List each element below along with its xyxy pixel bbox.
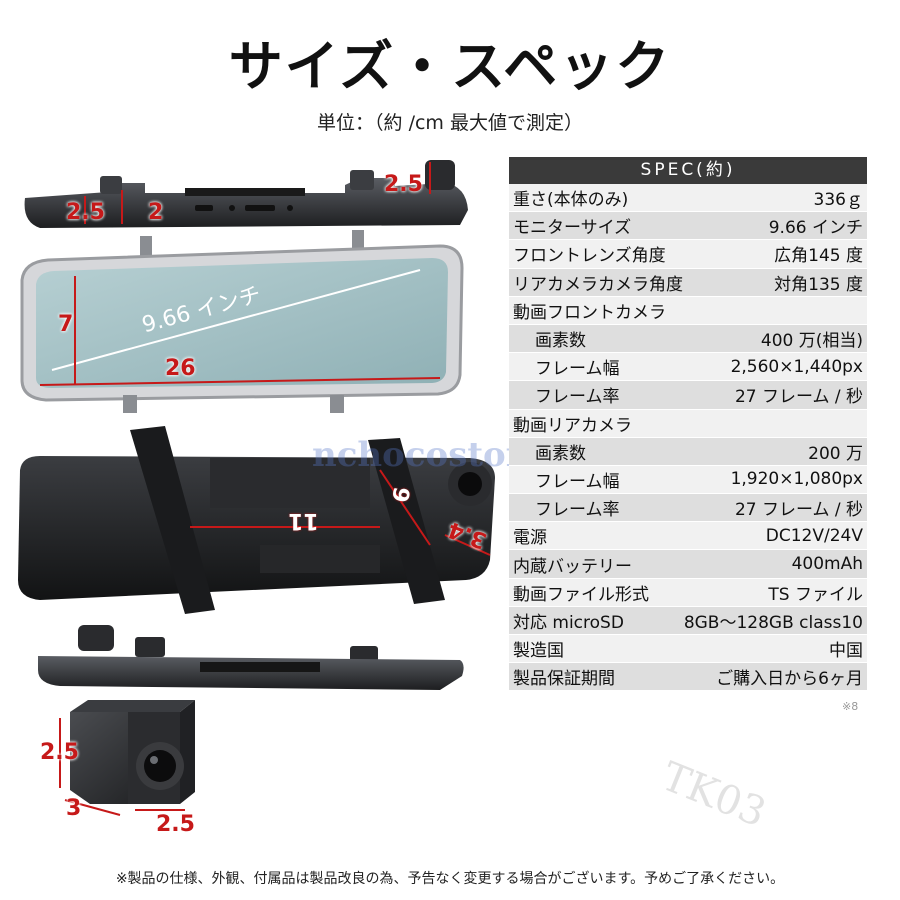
spec-row: 内蔵バッテリー 400mAh — [509, 550, 867, 579]
spec-row: 画素数 400 万(相当) — [509, 324, 867, 354]
spec-row: 電源 DC12V/24V — [509, 522, 867, 551]
footer-disclaimer: ※製品の仕様、外観、付属品は製品改良の為、予告なく変更する場合がございます。予め… — [115, 871, 785, 887]
spec-value: 1,920×1,080px — [730, 469, 863, 490]
spec-header: SPEC(約) — [509, 157, 867, 184]
spec-label: モニターサイズ — [513, 218, 632, 239]
dim-rear-width: 11 — [288, 508, 319, 533]
spec-label: 画素数 — [535, 331, 586, 352]
spec-value: 27 フレーム / 秒 — [734, 500, 863, 521]
spec-label: フレーム幅 — [535, 471, 620, 492]
spec-label: フレーム率 — [535, 500, 620, 521]
dim-cam-width: 2.5 — [156, 812, 195, 837]
mirror-bottom-view — [38, 625, 464, 690]
spec-rows: 重さ(本体のみ) 336ｇ モニターサイズ 9.66 インチフロントレンズ角度 広角14… — [509, 184, 867, 691]
tk-watermark: TK03 — [655, 753, 773, 837]
spec-value: 400mAh — [791, 554, 863, 575]
spec-row: 画素数 200 万 — [509, 437, 867, 466]
spec-row: 対応 microSD 8GB～128GB class10 — [509, 606, 867, 635]
spec-value: 対角135 度 — [774, 274, 863, 295]
dim-cam-depth: 3 — [66, 796, 82, 821]
spec-row: フレーム率 27 フレーム / 秒 — [509, 494, 867, 523]
spec-row: 動画フロントカメラ — [509, 296, 867, 325]
dim-cam-height: 2.5 — [40, 740, 79, 765]
spec-label: 動画フロントカメラ — [513, 302, 666, 323]
spec-row: 製品保証期間 ご購入日から6ヶ月 — [509, 663, 867, 691]
dim-height: 7 — [58, 312, 74, 337]
rear-camera — [59, 700, 195, 816]
spec-row: モニターサイズ 9.66 インチ — [509, 212, 867, 241]
spec-row: フレーム率 27 フレーム / 秒 — [509, 381, 867, 410]
spec-value: 400 万(相当) — [760, 331, 863, 352]
dim-width: 26 — [165, 356, 196, 381]
spec-row: 動画リアカメラ — [509, 409, 867, 438]
spec-value: 8GB～128GB class10 — [683, 612, 863, 633]
spec-value: 336ｇ — [813, 190, 863, 211]
spec-value: 中国 — [829, 641, 863, 662]
spec-label: 動画ファイル形式 — [513, 584, 649, 605]
dim-top-left-a: 2.5 — [66, 200, 105, 225]
spec-row: 製造国 中国 — [509, 635, 867, 664]
spec-value: ご購入日から6ヶ月 — [716, 669, 863, 690]
product-illustrations — [18, 160, 495, 816]
mirror-front-view — [20, 230, 464, 413]
spec-row: 動画ファイル形式 TS ファイル — [509, 578, 867, 607]
spec-row: フロントレンズ角度 広角145 度 — [509, 240, 867, 269]
spec-label: 動画リアカメラ — [513, 415, 632, 436]
spec-row: フレーム幅 1,920×1,080px — [509, 465, 867, 495]
spec-value: 2,560×1,440px — [730, 356, 863, 377]
spec-note: ※8 — [842, 700, 859, 713]
spec-label: 製造国 — [513, 641, 564, 662]
spec-row: フレーム幅 2,560×1,440px — [509, 353, 867, 382]
mirror-rear-view — [18, 426, 495, 614]
spec-label: フレーム幅 — [535, 359, 620, 380]
mirror-top-view — [24, 160, 468, 228]
spec-label: 重さ(本体のみ) — [513, 190, 629, 211]
spec-value: 27 フレーム / 秒 — [734, 387, 863, 408]
spec-label: 内蔵バッテリー — [513, 556, 632, 577]
unit-subtitle: 単位：（約 /cm 最大値で測定） — [317, 112, 583, 134]
spec-value: DC12V/24V — [765, 525, 863, 546]
spec-label: リアカメラカメラ角度 — [513, 274, 683, 295]
spec-value: 200 万 — [808, 443, 863, 464]
spec-label: フロントレンズ角度 — [513, 246, 666, 267]
dim-top-right: 2.5 — [384, 172, 423, 197]
spec-label: 製品保証期間 — [513, 669, 615, 690]
page-title: サイズ・スペック — [228, 35, 672, 98]
spec-value: 広角145 度 — [774, 246, 863, 267]
spec-value: TS ファイル — [768, 584, 863, 605]
dim-top-left-b: 2 — [148, 200, 164, 225]
spec-row: リアカメラカメラ角度 対角135 度 — [509, 268, 867, 297]
spec-label: 電源 — [513, 528, 547, 549]
spec-label: 画素数 — [535, 443, 586, 464]
spec-label: 対応 microSD — [513, 612, 624, 633]
spec-row: 重さ(本体のみ) 336ｇ — [509, 184, 867, 213]
spec-value: 9.66 インチ — [768, 218, 863, 239]
spec-label: フレーム率 — [535, 387, 620, 408]
